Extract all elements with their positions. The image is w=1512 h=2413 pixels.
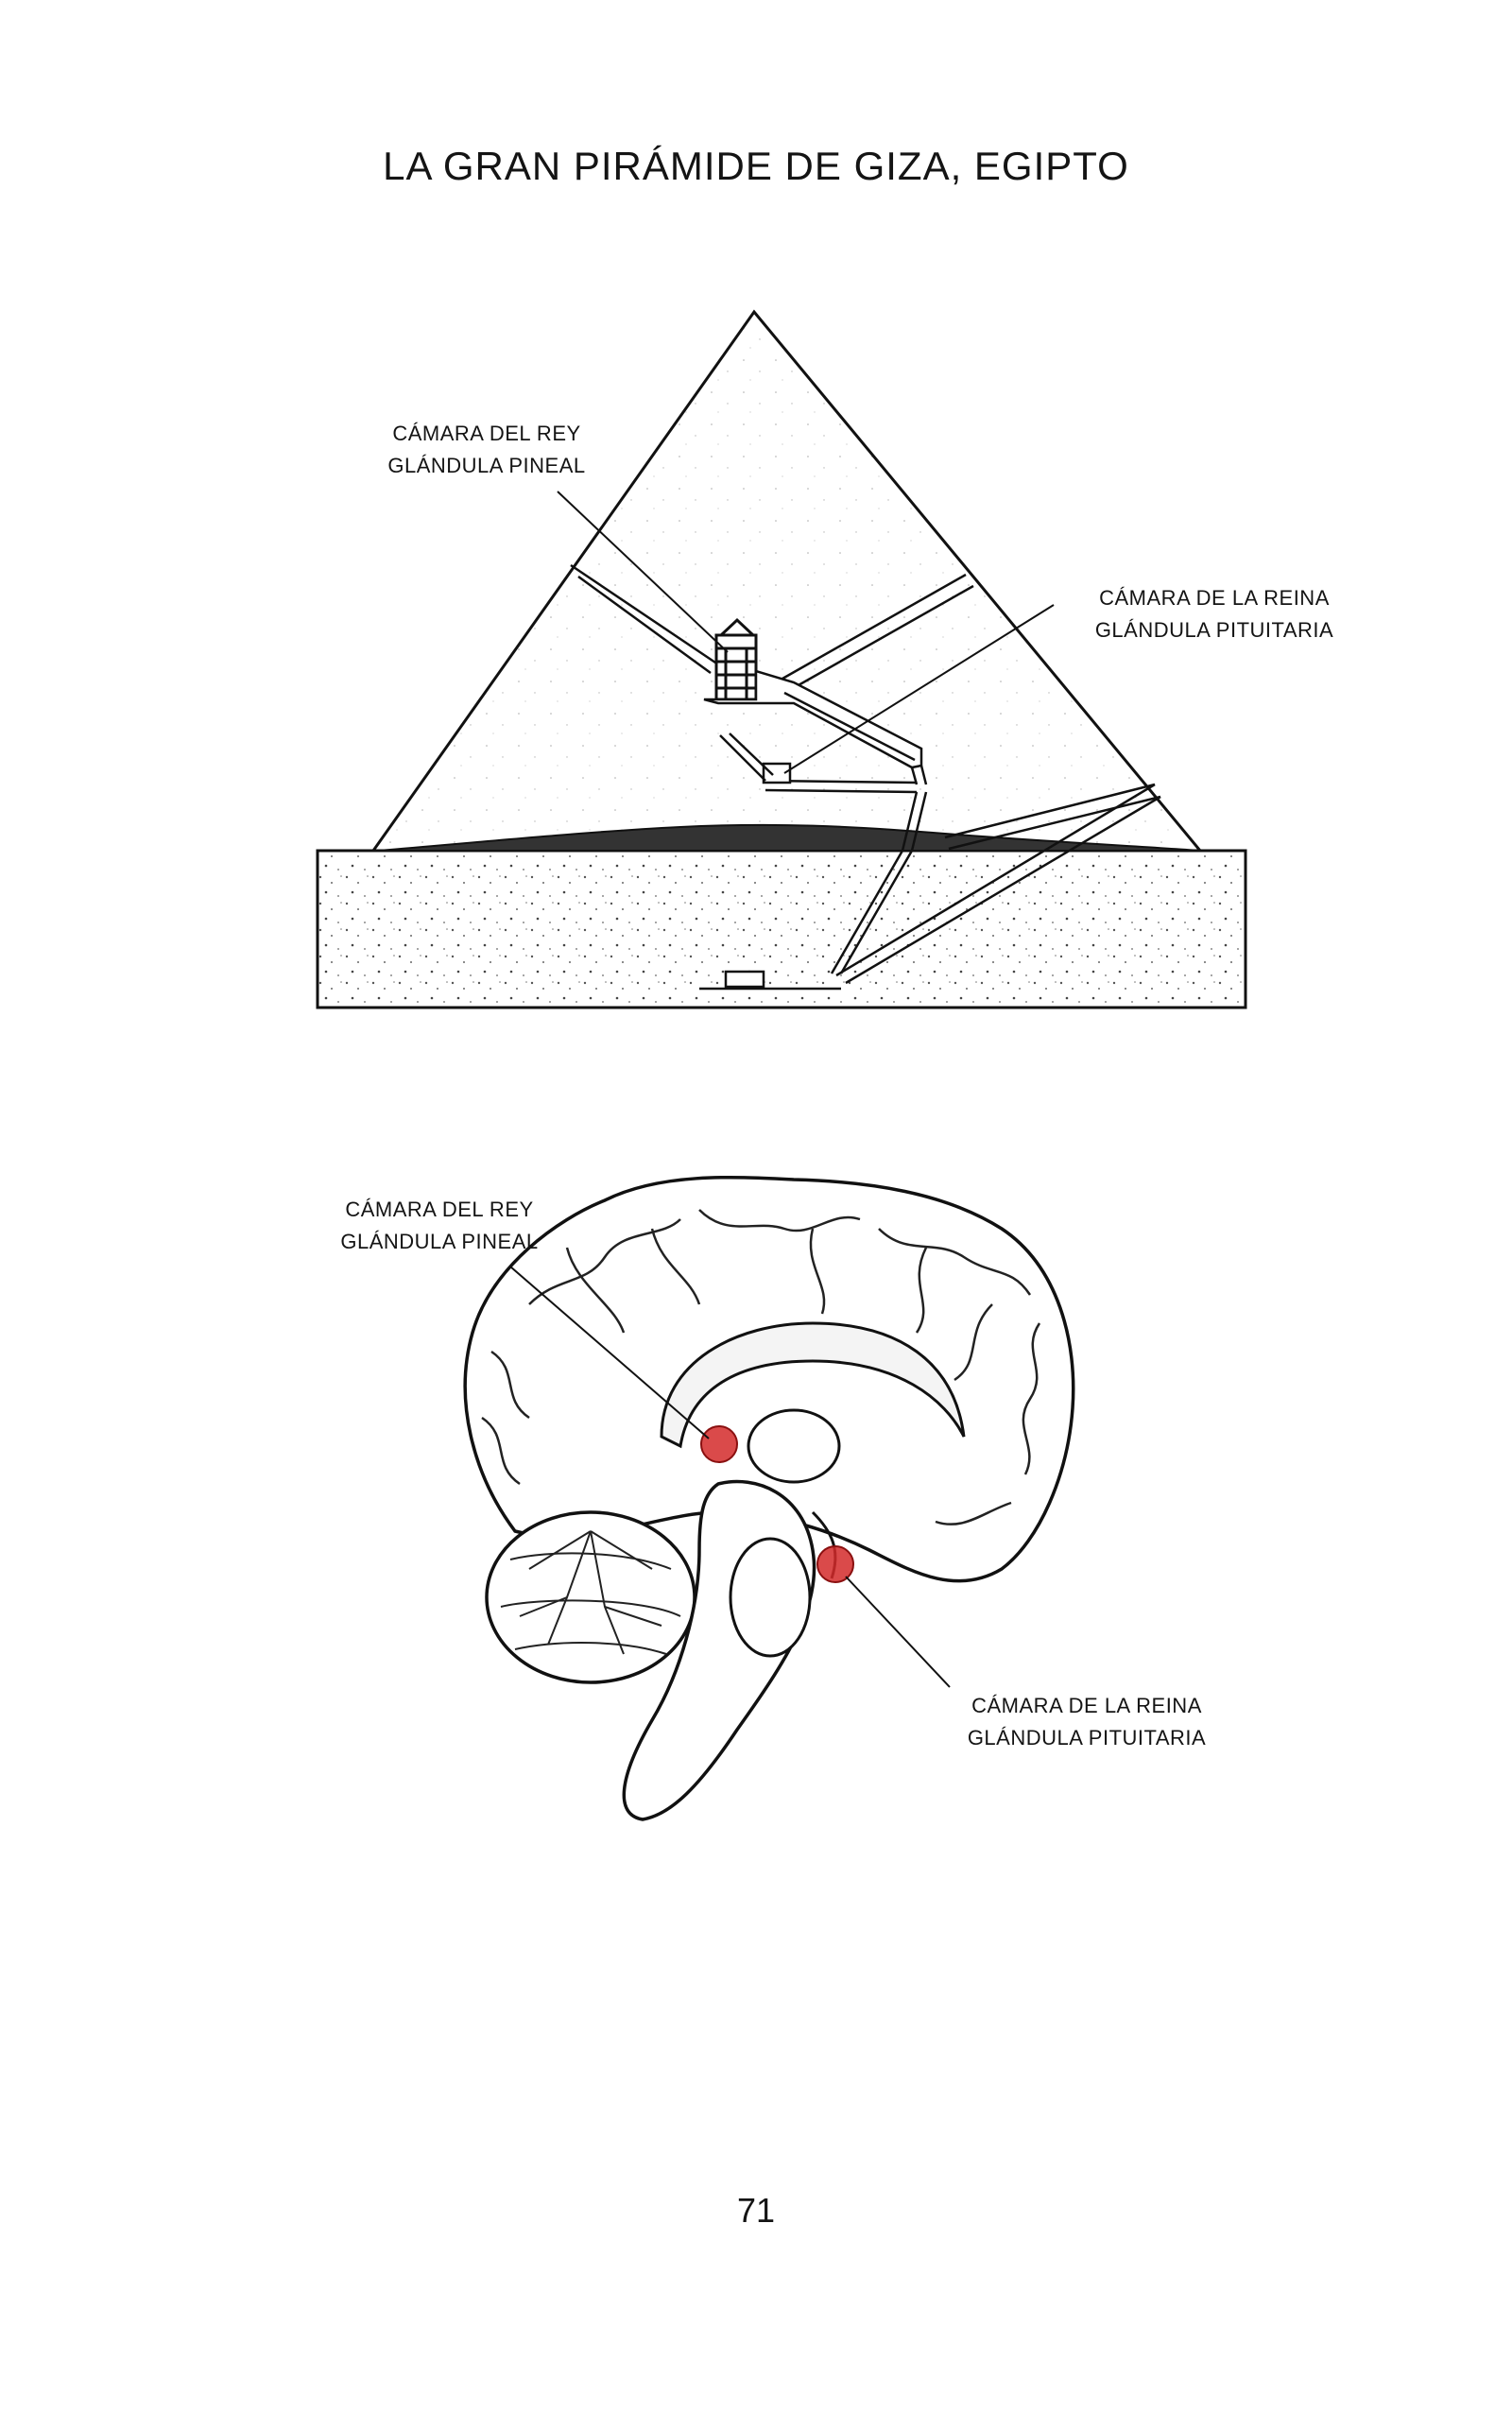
label-line: CÁMARA DE LA REINA bbox=[971, 1694, 1202, 1717]
label-line: GLÁNDULA PITUITARIA bbox=[967, 1726, 1207, 1749]
pyramid-queens-chamber-label: CÁMARA DE LA REINA GLÁNDULA PITUITARIA bbox=[1073, 582, 1356, 646]
brain-pituitary-label: CÁMARA DE LA REINA GLÁNDULA PITUITARIA bbox=[945, 1690, 1228, 1754]
thalamus bbox=[747, 1408, 841, 1484]
pyramid-leader-lines bbox=[557, 491, 1055, 774]
brain-pineal-label: CÁMARA DEL REY GLÁNDULA PINEAL bbox=[326, 1194, 553, 1258]
brain-leader-lines bbox=[509, 1266, 951, 1688]
brain-diagram bbox=[463, 1175, 1075, 1821]
pyramid-diagram bbox=[316, 309, 1247, 1009]
pyramid-kings-chamber-label: CÁMARA DEL REY GLÁNDULA PINEAL bbox=[373, 418, 600, 482]
ground-surface bbox=[377, 823, 1201, 852]
label-line: GLÁNDULA PITUITARIA bbox=[1094, 618, 1334, 642]
label-line: CÁMARA DE LA REINA bbox=[1099, 586, 1330, 610]
kings-chamber bbox=[714, 617, 758, 701]
label-line: CÁMARA DEL REY bbox=[345, 1198, 534, 1221]
label-line: GLÁNDULA PINEAL bbox=[340, 1230, 539, 1253]
air-shafts bbox=[570, 563, 1161, 851]
page-title: LA GRAN PIRÁMIDE DE GIZA, EGIPTO bbox=[383, 144, 1129, 188]
corpus-callosum bbox=[660, 1321, 966, 1449]
label-line: CÁMARA DEL REY bbox=[392, 422, 581, 445]
passages bbox=[699, 669, 1161, 991]
cerebellum bbox=[485, 1510, 696, 1684]
pituitary-gland-marker bbox=[816, 1545, 854, 1583]
gyri-folds bbox=[481, 1209, 1041, 1525]
pons bbox=[729, 1537, 812, 1658]
label-line: GLÁNDULA PINEAL bbox=[387, 454, 586, 477]
page-number: 71 bbox=[736, 2191, 776, 2230]
pineal-gland-marker bbox=[700, 1425, 738, 1463]
bedrock-block bbox=[316, 849, 1247, 1009]
